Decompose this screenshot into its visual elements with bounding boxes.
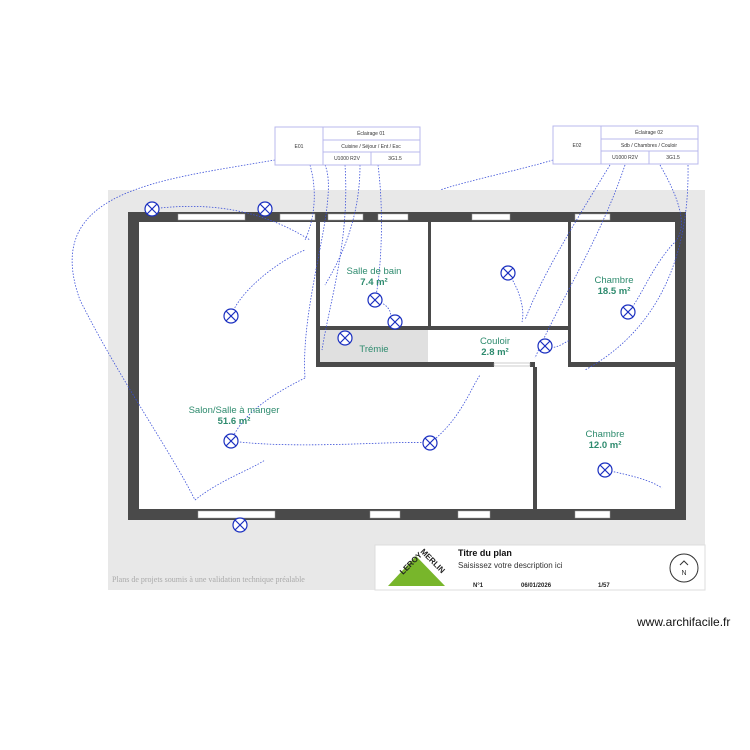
room-name: Salle de bain <box>347 266 402 277</box>
compass-icon: N <box>669 553 699 583</box>
room-name: Chambre <box>585 429 624 440</box>
ceiling-light-icon <box>537 338 553 354</box>
circuit-title: Éclairage 01 <box>357 130 385 137</box>
ceiling-light-icon <box>257 201 273 217</box>
ceiling-light-icon <box>232 517 248 533</box>
room-area: 18.5 m² <box>598 286 631 297</box>
ceiling-light-icon <box>367 292 383 308</box>
ceiling-light-icon <box>144 201 160 217</box>
svg-text:N: N <box>681 570 686 577</box>
windows <box>177 213 611 519</box>
title-block: LEROY MERLIN Titre du plan Saisissez vot… <box>374 544 706 591</box>
ceiling-light-icon <box>223 433 239 449</box>
ceiling-light-icon <box>223 308 239 324</box>
room-name: Trémie <box>359 344 388 355</box>
circuit-id: E01 <box>295 144 304 150</box>
circuit-title: Éclairage 02 <box>635 129 663 136</box>
circuit-rooms: Sdb / Chambres / Couloir <box>621 143 677 149</box>
room-area: 2.8 m² <box>481 347 508 358</box>
room-area: 7.4 m² <box>360 277 387 288</box>
ceiling-light-icon <box>337 330 353 346</box>
plan-scale: 1/57 <box>598 583 610 589</box>
plan-number: N°1 <box>473 583 484 589</box>
circuit-breaker: U1000 R2V <box>334 156 361 162</box>
ceiling-light-icon <box>500 265 516 281</box>
lamps <box>144 201 636 533</box>
room-name: Chambre <box>594 275 633 286</box>
disclaimer: Plans de projets soumis à une validation… <box>112 575 305 584</box>
ceiling-light-icon <box>422 435 438 451</box>
room-name: Salon/Salle à manger <box>189 405 280 416</box>
ceiling-light-icon <box>597 462 613 478</box>
plan-description: Saisissez votre description ici <box>458 561 563 570</box>
room-area: 51.6 m² <box>218 416 251 427</box>
circuit-id: E02 <box>573 143 582 149</box>
footer-url: www.archifacile.fr <box>636 615 730 629</box>
circuit-table-e01: E01 Éclairage 01 Cuisine / Séjour / Ent … <box>274 126 421 166</box>
circuit-cable: 3G1.5 <box>388 156 402 162</box>
room-area: 12.0 m² <box>589 440 622 451</box>
ceiling-light-icon <box>620 304 636 320</box>
wiring <box>71 159 689 501</box>
circuit-rooms: Cuisine / Séjour / Ent / Esc <box>341 144 401 150</box>
circuit-table-e02: E02 Éclairage 02 Sdb / Chambres / Couloi… <box>552 125 699 165</box>
room-labels: Salon/Salle à manger 51.6 m² Salle de ba… <box>189 266 634 451</box>
room-name: Couloir <box>480 336 510 347</box>
ceiling-light-icon <box>387 314 403 330</box>
plan-date: 06/01/2026 <box>521 583 552 589</box>
circuit-breaker: U1000 R2V <box>612 155 639 161</box>
circuit-cable: 3G1.5 <box>666 155 680 161</box>
plan-title: Titre du plan <box>458 548 512 558</box>
